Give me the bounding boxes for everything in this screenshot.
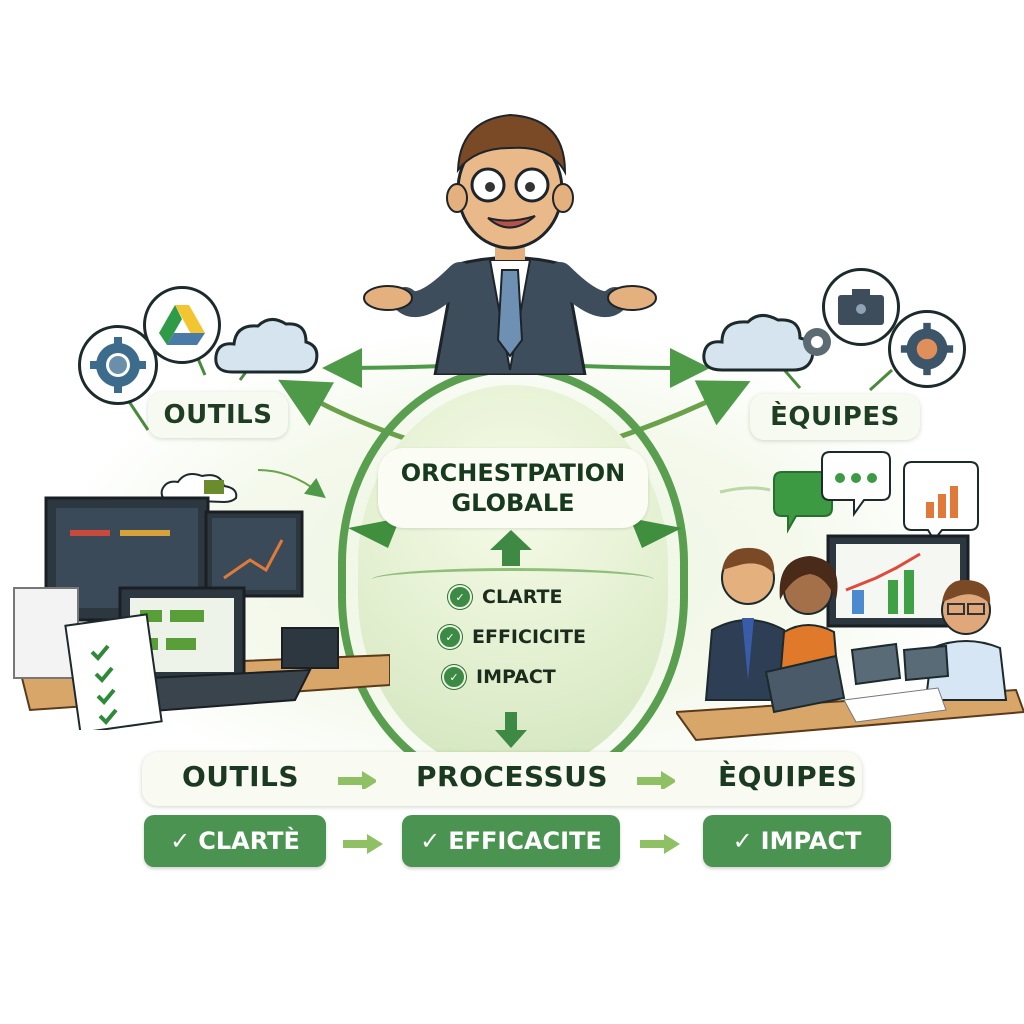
gear-icon [803, 328, 831, 356]
briefcase-icon [822, 268, 900, 346]
gear-icon [78, 325, 158, 405]
down-arrow-icon [495, 712, 527, 748]
outcome-label: IMPACT [760, 827, 862, 855]
outcome-badge-impact: ✓ IMPACT [703, 815, 891, 867]
benefit-item: ✓ IMPACT [442, 665, 586, 689]
outcome-label: CLARTÈ [198, 827, 300, 855]
flow-step-processus: PROCESSUS [416, 760, 609, 793]
workstation-illustration [10, 470, 391, 734]
outcome-label: EFFICACITE [448, 827, 602, 855]
drive-icon [143, 286, 221, 364]
cloud-icon [214, 318, 319, 374]
hub-cycle-arrows [348, 518, 682, 548]
presenter-character-illustration [363, 113, 657, 375]
arrow-right-icon [637, 771, 675, 789]
outcome-badge-clarte: ✓ CLARTÈ [144, 815, 326, 867]
benefit-badge-icon: ✓ [448, 585, 472, 609]
hub-title-line2: GLOBALE [451, 489, 575, 517]
flow-step-outils: OUTILS [182, 760, 300, 793]
gear-icon [888, 310, 966, 388]
hub-divider [372, 568, 654, 591]
node-label-outils: OUTILS [148, 392, 288, 438]
flow-bar [142, 752, 862, 806]
check-icon: ✓ [732, 827, 753, 855]
hub-benefits-list: ✓ CLARTE ✓ EFFICICITE ✓ IMPACT [438, 585, 586, 689]
benefit-item: ✓ CLARTE [448, 585, 586, 609]
arrow-right-icon [343, 834, 383, 854]
check-icon: ✓ [170, 827, 191, 855]
benefit-badge-icon: ✓ [438, 625, 462, 649]
benefit-badge-icon: ✓ [442, 665, 466, 689]
benefit-label: EFFICICITE [472, 626, 586, 648]
cloud-icon [702, 314, 815, 372]
benefit-label: IMPACT [476, 666, 556, 688]
up-arrow-icon [490, 530, 532, 566]
arrow-right-icon [338, 771, 376, 789]
arrow-right-icon [640, 834, 680, 854]
hub-title-line1: ORCHESTPATION [400, 459, 626, 487]
benefit-item: ✓ EFFICICITE [438, 625, 586, 649]
node-label-equipes: ÈQUIPES [750, 394, 920, 440]
outcome-badge-efficacite: ✓ EFFICACITE [402, 815, 620, 867]
benefit-label: CLARTE [482, 586, 563, 608]
flow-step-equipes: ÈQUIPES [718, 760, 858, 793]
check-icon: ✓ [420, 827, 441, 855]
team-meeting-illustration [674, 450, 1024, 750]
hub-title: ORCHESTPATION GLOBALE [378, 448, 648, 528]
